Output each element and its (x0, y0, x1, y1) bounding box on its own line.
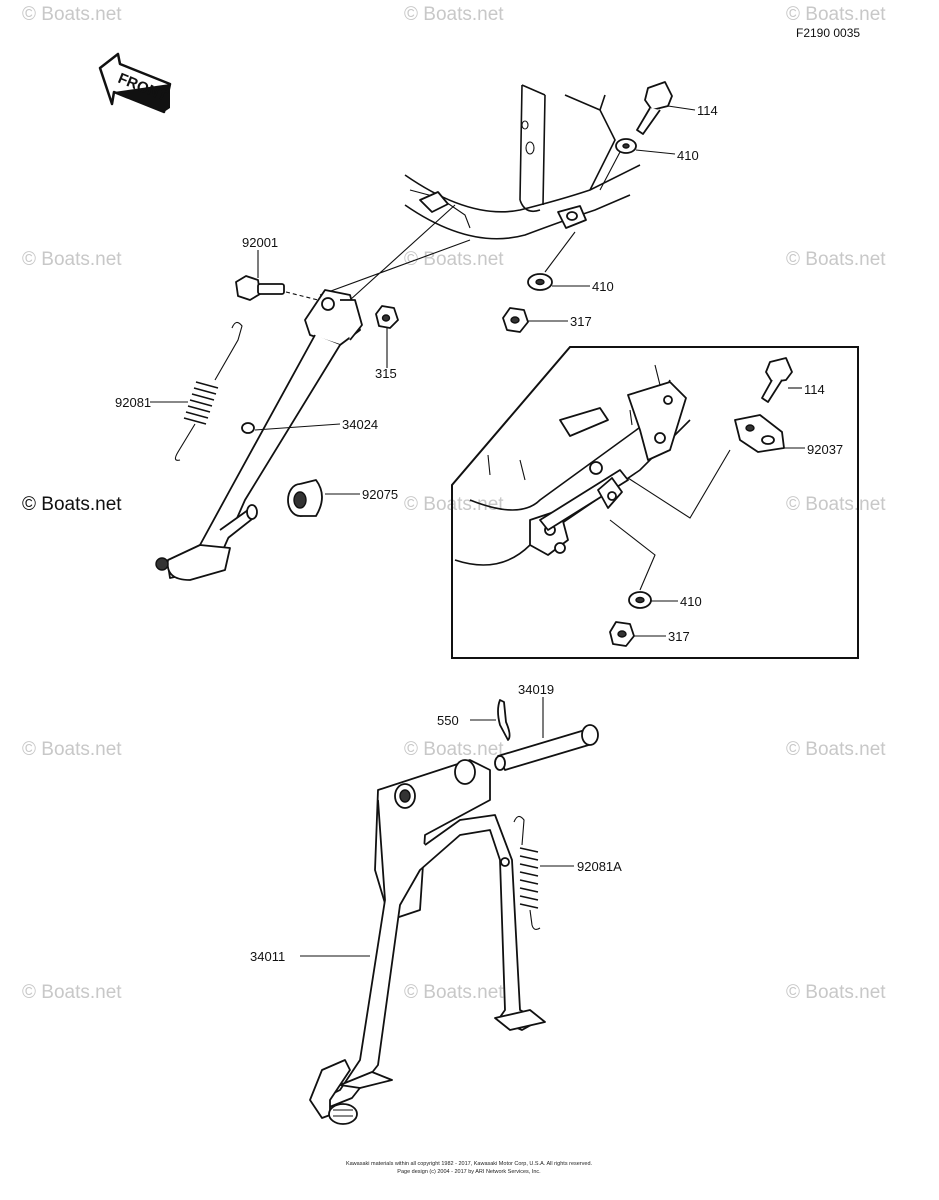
side-stand-34024 (155, 289, 363, 581)
watermark-layer: © Boats.net © Boats.net © Boats.net © Bo… (22, 4, 886, 1003)
callout-34024: 34024 (342, 417, 378, 432)
copyright-line: Kawasaki materials within all copyright … (346, 1161, 593, 1167)
callout-315: 315 (375, 366, 397, 381)
watermark: © Boats.net (22, 739, 122, 760)
watermark: © Boats.net (404, 982, 504, 1003)
callout-317: 317 (668, 629, 690, 644)
frame-upper (319, 84, 641, 301)
bracket-92037 (734, 414, 805, 453)
callout-92081a: 92081A (577, 859, 622, 874)
callout-410: 410 (592, 279, 614, 294)
callout-92081: 92081 (115, 395, 151, 410)
bolt-114-upper (636, 81, 696, 135)
watermark: © Boats.net (786, 4, 886, 25)
pin-550 (470, 699, 511, 741)
callout-114: 114 (697, 103, 718, 118)
nut-317-upper (502, 307, 568, 333)
watermark: © Boats.net (786, 739, 886, 760)
spring-92081a (513, 815, 574, 930)
watermark: © Boats.net (786, 249, 886, 270)
callout-114: 114 (804, 382, 825, 397)
watermark: © Boats.net (404, 4, 504, 25)
washer-410-upper (599, 138, 676, 191)
center-stand-34011 (300, 759, 546, 1125)
watermark: © Boats.net (22, 4, 122, 25)
callouts: 114 410 410 317 92001 315 92081 34024 92… (115, 103, 843, 964)
inset-box (451, 346, 859, 659)
callout-34019: 34019 (518, 682, 554, 697)
watermark-dark: © Boats.net (22, 494, 122, 515)
callout-34011: 34011 (250, 949, 285, 964)
watermark: © Boats.net (404, 739, 504, 760)
callout-317: 317 (570, 314, 592, 329)
nut-315 (375, 305, 399, 368)
watermark: © Boats.net (22, 982, 122, 1003)
callout-410: 410 (680, 594, 702, 609)
front-arrow-icon: FRONT (98, 52, 172, 114)
watermark: © Boats.net (786, 982, 886, 1003)
watermark: © Boats.net (404, 249, 504, 270)
nut-317-inset (609, 621, 666, 647)
watermark: © Boats.net (786, 494, 886, 515)
watermark: © Boats.net (22, 249, 122, 270)
bolt-114-inset (761, 357, 802, 403)
rubber-92075 (287, 479, 360, 517)
shaft-34019 (494, 697, 599, 771)
diagram-code: F2190 0035 (796, 26, 860, 40)
callout-92001: 92001 (242, 235, 278, 250)
washer-410-inset (628, 591, 678, 609)
spring-92081 (150, 321, 243, 461)
watermark: © Boats.net (404, 494, 504, 515)
callout-92075: 92075 (362, 487, 398, 502)
page-design-line: Page design (c) 2004 - 2017 by ARI Netwo… (397, 1169, 541, 1175)
callout-410: 410 (677, 148, 699, 163)
washer-410-lower (527, 231, 590, 291)
callout-92037: 92037 (807, 442, 843, 457)
bolt-92001 (235, 250, 319, 301)
callout-550: 550 (437, 713, 459, 728)
